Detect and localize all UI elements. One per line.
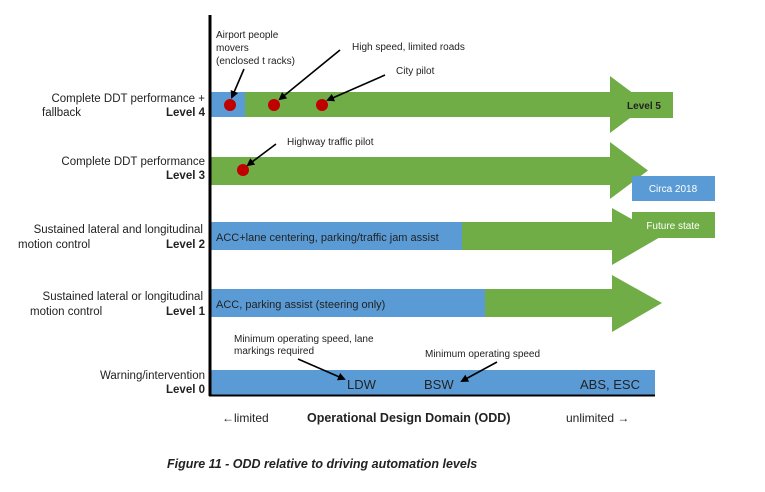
level1-desc-line1: Sustained lateral or longitudinal [43, 291, 203, 303]
annotation-airport-line1: Airport people [216, 30, 279, 41]
level1-label: Level 1 [166, 306, 206, 318]
level2-current-bar [211, 222, 462, 250]
level3-label: Level 3 [166, 170, 205, 182]
annotation-ldw-arrow [297, 358, 346, 381]
legend-swatch-future-state [632, 212, 715, 238]
annotation-ldw-line1: Minimum operating speed, lane [234, 334, 374, 345]
annotation-airport-arrow [230, 68, 245, 99]
level1-row: ACC, parking assist (steering only) [211, 275, 662, 332]
annotation-highway-arrow [246, 143, 277, 167]
level1-bar-text: ACC, parking assist (steering only) [216, 299, 385, 311]
axis-left-label: ←limited [222, 411, 269, 425]
level0-label: Level 0 [166, 384, 205, 396]
level1-desc-line2: motion control [30, 306, 102, 318]
level2-row: ACC+lane centering, parking/traffic jam … [211, 208, 662, 265]
level0-item-abs-esc: ABS, ESC [580, 377, 640, 392]
axis-title: Operational Design Domain (ODD) [307, 411, 511, 425]
level4-future-arrow [211, 76, 648, 133]
level2-label: Level 2 [166, 239, 205, 251]
annotation-bsw: Minimum operating speed [425, 349, 540, 360]
level4-desc-line2: fallback [42, 107, 81, 119]
marker-highway [237, 164, 249, 176]
level0-desc-line1: Warning/intervention [100, 370, 205, 382]
level0-item-bsw: BSW [424, 377, 454, 392]
annotation-city: City pilot [396, 66, 435, 77]
level1-current-bar [211, 289, 485, 317]
level4-desc-line1: Complete DDT performance + [51, 93, 205, 105]
level2-bar-text: ACC+lane centering, parking/traffic jam … [216, 232, 439, 244]
marker-city [316, 99, 328, 111]
axis-right-label: unlimited → [566, 411, 629, 425]
legend-label-circa-2018: Circa 2018 [649, 184, 698, 195]
legend-label-future-state: Future state [646, 221, 700, 232]
level5-label: Level 5 [627, 101, 661, 112]
level0-current-bar [211, 370, 655, 395]
annotation-ldw-line2: markings required [234, 346, 314, 357]
level0-item-ldw: LDW [347, 377, 377, 392]
level4-label: Level 4 [166, 107, 206, 119]
annotations: Airport people movers (enclosed t racks)… [216, 30, 540, 382]
level3-row [211, 142, 648, 199]
level3-future-arrow [211, 142, 648, 199]
legend: Circa 2018 Future state [632, 176, 715, 238]
level0-row: LDW BSW ABS, ESC [211, 370, 655, 395]
level2-desc-line2: motion control [18, 239, 90, 251]
level2-desc-line1: Sustained lateral and longitudinal [34, 224, 203, 236]
annotation-airport-line2: movers [216, 43, 249, 54]
legend-swatch-circa-2018 [632, 176, 715, 201]
annotation-airport-line3: (enclosed t racks) [216, 56, 295, 67]
level5-box [615, 92, 673, 118]
annotation-highway: Highway traffic pilot [287, 137, 374, 148]
level-labels: Complete DDT performance + fallback Leve… [18, 93, 206, 396]
level4-row [211, 76, 648, 133]
marker-airport [224, 99, 236, 111]
annotation-bsw-arrow [460, 361, 498, 382]
annotation-city-arrow [326, 74, 386, 102]
level3-desc-line1: Complete DDT performance [61, 156, 205, 168]
figure-caption: Figure 11 - ODD relative to driving auto… [167, 457, 477, 471]
annotation-highspeed-arrow [278, 49, 341, 101]
annotation-highspeed: High speed, limited roads [352, 42, 465, 53]
marker-highspeed [268, 99, 280, 111]
